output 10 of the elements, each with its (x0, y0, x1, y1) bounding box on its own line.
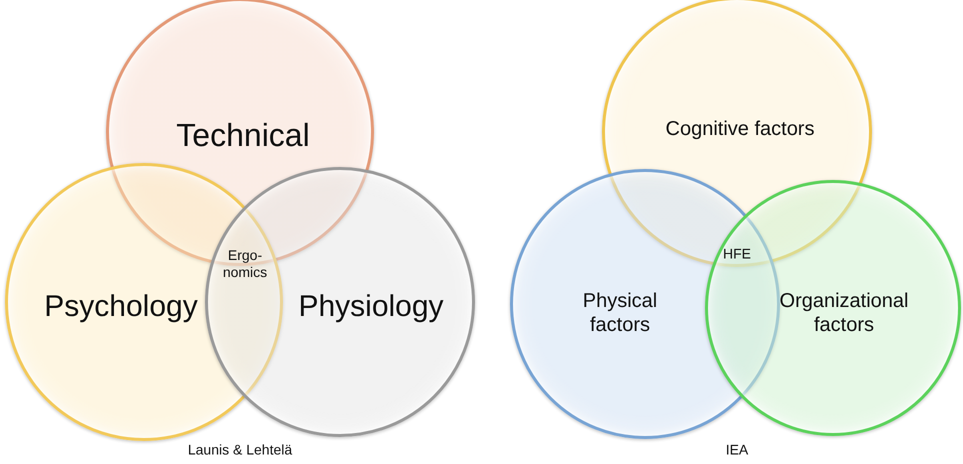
circle-label: Psychology (43, 289, 199, 325)
caption: IEA (724, 442, 750, 458)
circle-label: Physical factors (582, 289, 658, 337)
caption: Launis & Lehtelä (186, 442, 294, 458)
circle-label: Organizational factors (778, 289, 910, 337)
circle-label: Cognitive factors (664, 117, 816, 141)
intersection-label: Ergo- nomics (222, 247, 268, 281)
circle-label: Technical (175, 116, 311, 154)
intersection-label: HFE (722, 246, 752, 262)
circle-label: Physiology (297, 289, 445, 325)
